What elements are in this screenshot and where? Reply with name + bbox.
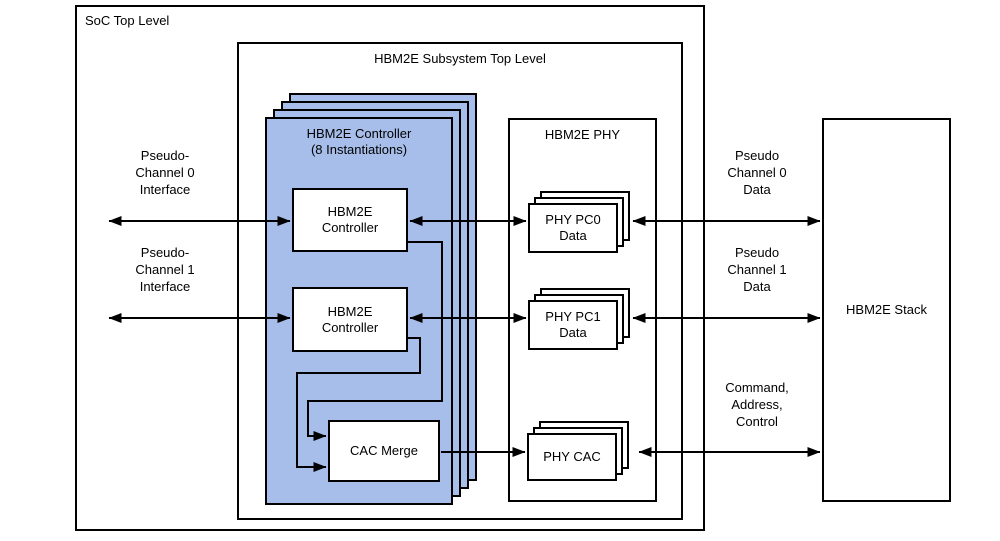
soc-top-level-box: SoC Top Level — [75, 5, 705, 531]
label-pc0-data-line3: Data — [743, 182, 771, 197]
hbm2e-controller-0-label-line2: Controller — [321, 220, 379, 235]
label-pc0-interface-line1: Pseudo- — [140, 148, 190, 163]
label-pc0-interface-line2: Channel 0 — [135, 165, 195, 180]
label-pc1-interface-line2: Channel 1 — [135, 262, 195, 277]
hbm2e-controller-0-box: HBM2E Controller — [292, 188, 408, 252]
label-command-line1: Command, — [725, 380, 789, 395]
hbm2e-controller-1-label-line1: HBM2E — [327, 303, 373, 319]
controller-stack-title: HBM2E Controller (8 Instantiations) — [267, 126, 451, 158]
label-pseudo-channel-1-interface: Pseudo- Channel 1 Interface — [105, 244, 225, 295]
hbm2e-controller-0-label-line1: HBM2E — [327, 204, 373, 219]
label-pc0-interface-line3: Interface — [139, 182, 191, 197]
label-pc0-data-line1: Pseudo — [734, 148, 780, 163]
label-command-line2: Address, — [731, 397, 783, 412]
phy-pc0-label-line2: Data — [559, 228, 587, 243]
hbm2e-controller-1-box: HBM2E Controller — [292, 287, 408, 352]
hbm2e-stack-label: HBM2E Stack — [846, 302, 927, 317]
label-command-address-control: Command, Address, Control — [697, 379, 817, 430]
label-pseudo-channel-0-interface: Pseudo- Channel 0 Interface — [105, 147, 225, 198]
label-pc1-data-line3: Data — [743, 279, 771, 294]
phy-cac-label: PHY CAC — [543, 449, 601, 464]
label-pc1-data-line2: Channel 1 — [727, 262, 787, 277]
label-pseudo-channel-0-data: Pseudo Channel 0 Data — [697, 147, 817, 198]
label-command-line3: Control — [736, 414, 778, 429]
cac-merge-box: CAC Merge — [328, 420, 440, 482]
controller-stack-title-line1: HBM2E Controller — [306, 126, 412, 141]
hbm2e-phy-title: HBM2E PHY — [544, 127, 621, 142]
phy-pc1-label-line2: Data — [559, 325, 587, 340]
hbm2e-subsystem-box: HBM2E Subsystem Top Level — [237, 42, 683, 520]
hbm2e-phy-box: HBM2E PHY — [508, 118, 657, 502]
label-pc1-interface-line3: Interface — [139, 279, 191, 294]
cac-merge-label: CAC Merge — [350, 443, 418, 458]
hbm2e-controller-1-label-line2: Controller — [321, 319, 379, 335]
hbm2e-subsystem-title: HBM2E Subsystem Top Level — [374, 51, 546, 66]
label-pseudo-channel-1-data: Pseudo Channel 1 Data — [697, 244, 817, 295]
hbm2e-stack-box: HBM2E Stack — [822, 118, 951, 502]
phy-cac-box: PHY CAC — [527, 433, 617, 481]
label-pc0-data-line2: Channel 0 — [727, 165, 787, 180]
label-pc1-interface-line1: Pseudo- — [140, 245, 190, 260]
label-pc1-data-line1: Pseudo — [734, 245, 780, 260]
phy-pc0-label-line1: PHY PC0 — [545, 212, 601, 227]
phy-pc1-box: PHY PC1 Data — [528, 300, 618, 350]
controller-stack-title-line2: (8 Instantiations) — [310, 142, 408, 157]
phy-pc1-label-line1: PHY PC1 — [545, 309, 601, 324]
phy-pc0-box: PHY PC0 Data — [528, 203, 618, 253]
soc-top-level-label: SoC Top Level — [85, 13, 170, 28]
